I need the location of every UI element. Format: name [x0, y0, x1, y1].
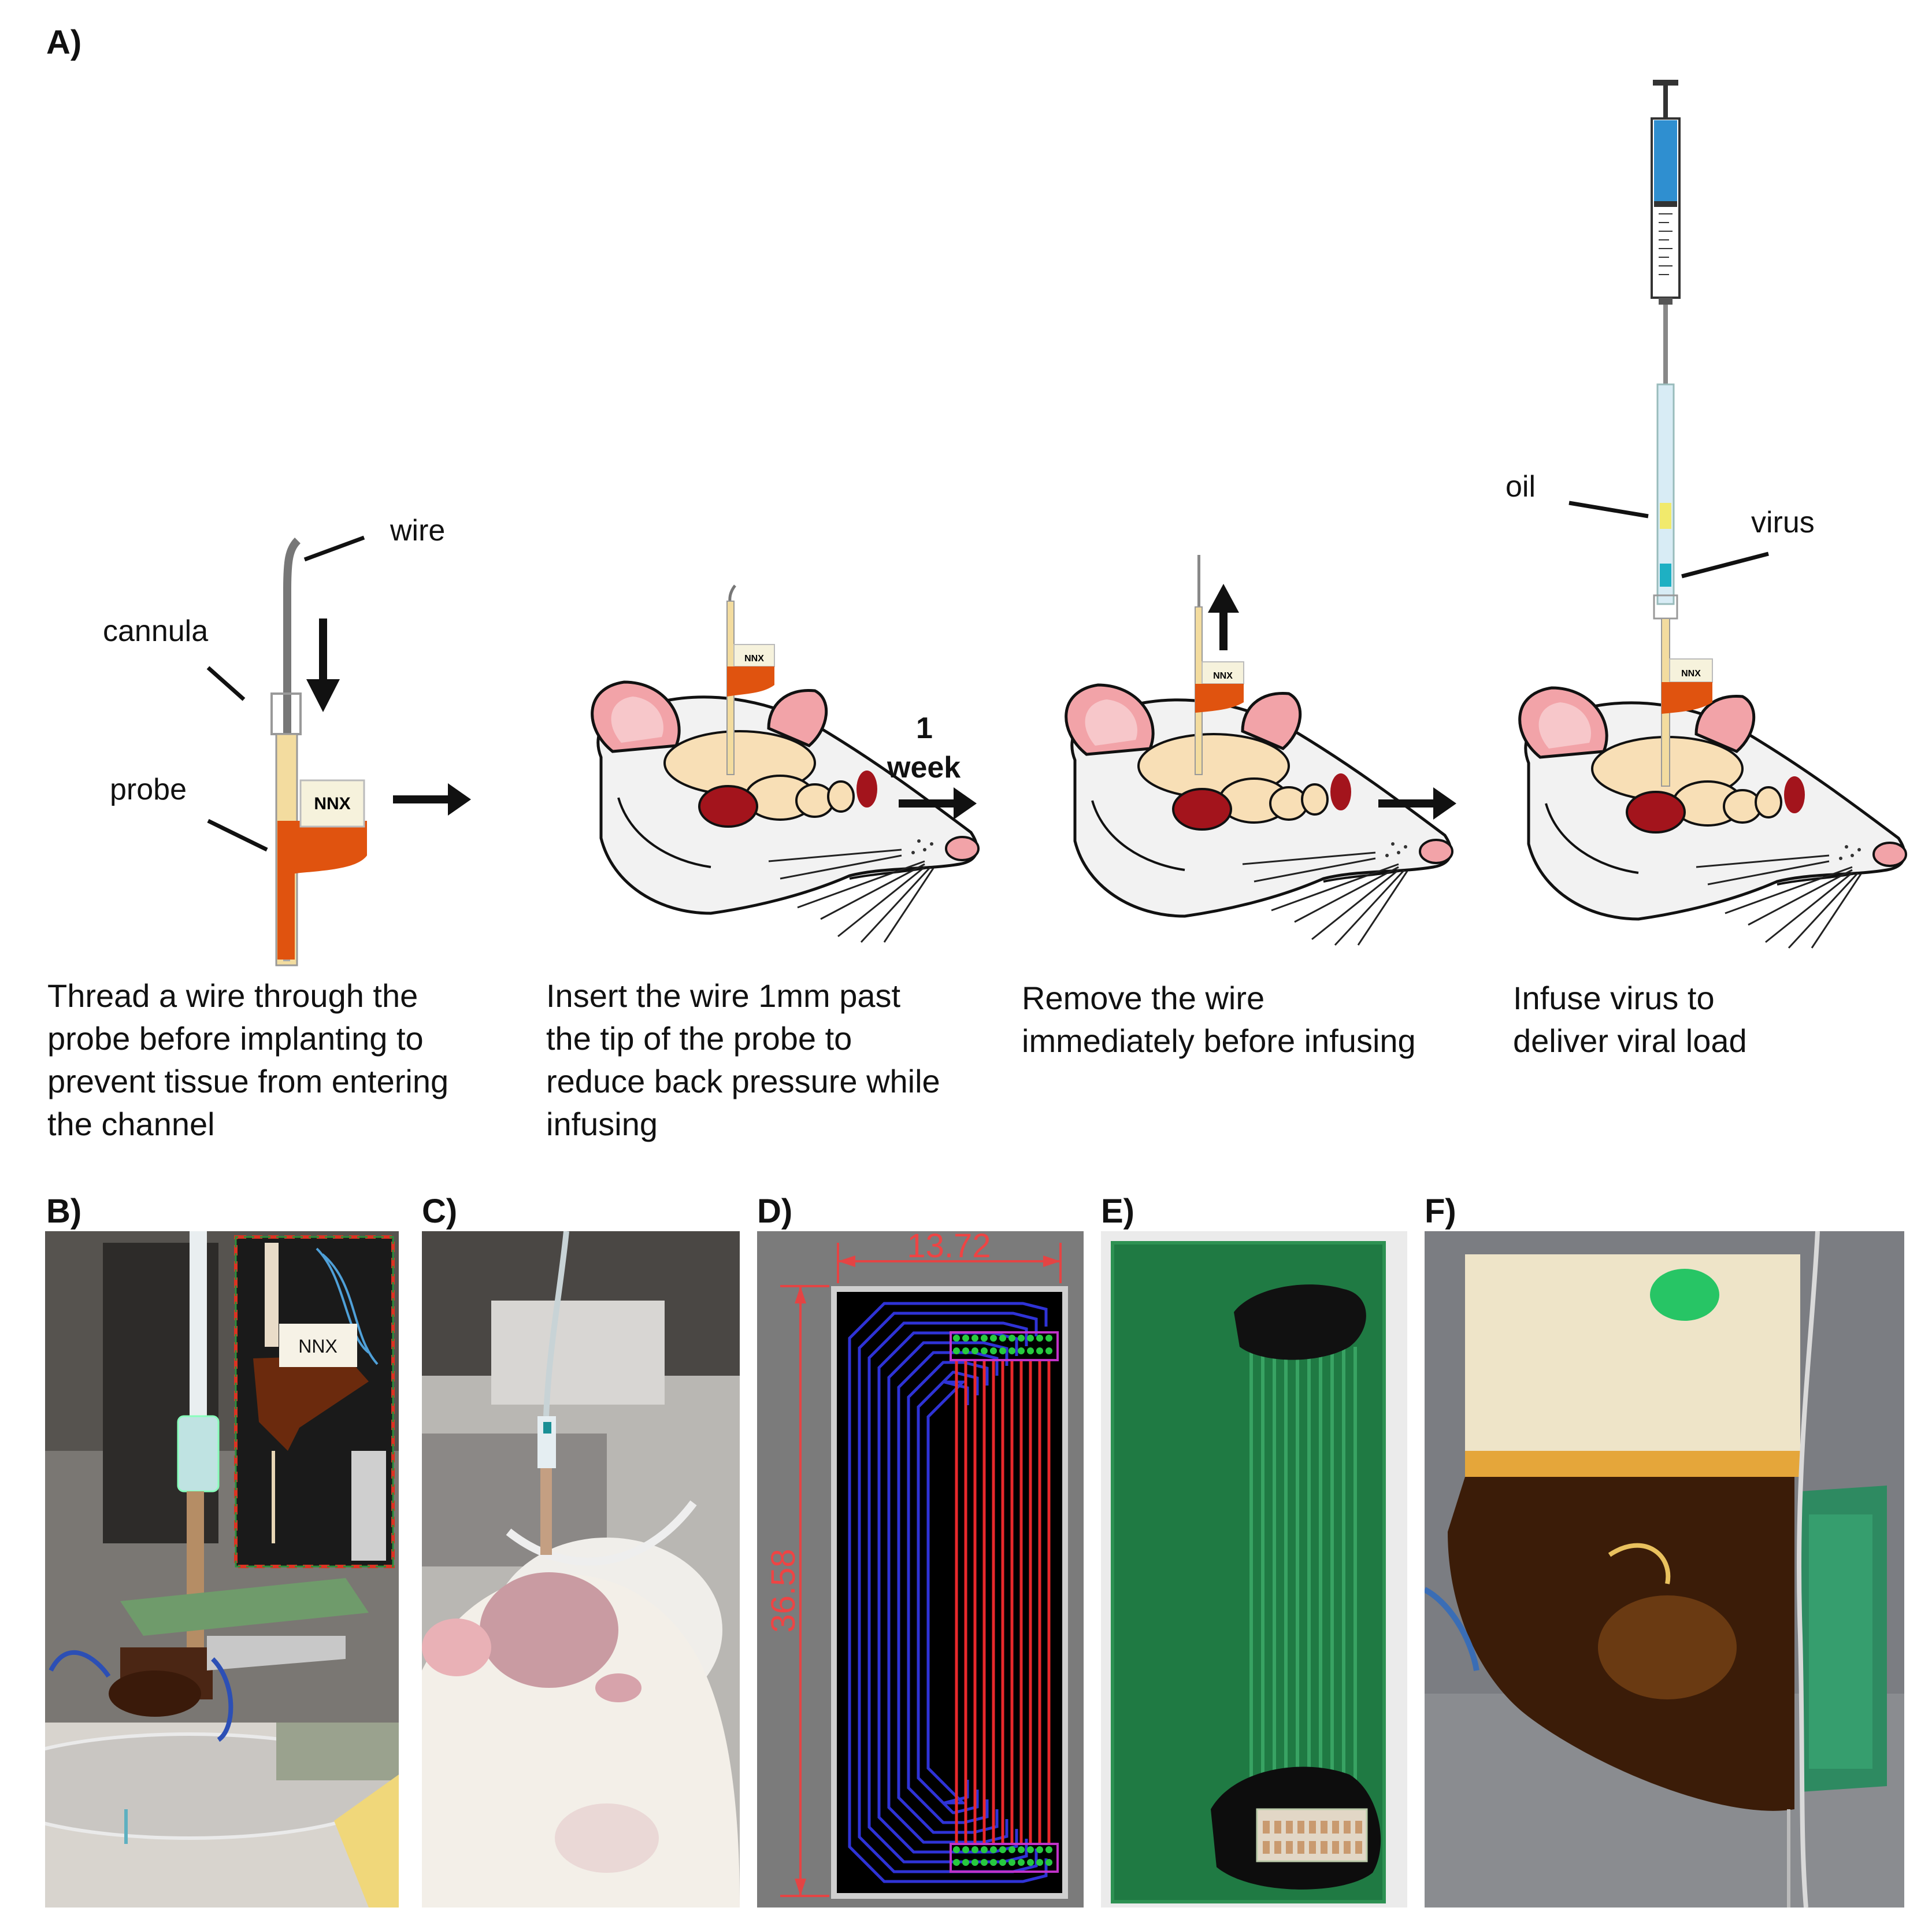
step-3-caption: Remove the wire immediately before infus…	[1022, 980, 1416, 1059]
panel-a-illustration: NNX NNX	[206, 80, 1932, 966]
virus-label: virus	[1751, 506, 1815, 539]
probe-small-2: NNX	[1195, 555, 1244, 775]
rat-head-3	[1520, 688, 1906, 948]
panel-c-photo	[422, 1231, 740, 1908]
panel-f-photo	[1425, 1231, 1904, 1908]
dimension-width: 13.72	[907, 1231, 991, 1265]
wire-pointer	[303, 535, 365, 562]
svg-text:NNX: NNX	[1213, 671, 1233, 681]
probe-small-1: NNX	[726, 584, 775, 775]
oil-pointer	[1568, 501, 1649, 518]
panel-e-label: E)	[1101, 1192, 1134, 1230]
panel-e-pcb-photo	[1101, 1231, 1407, 1908]
panel-d-label: D)	[757, 1192, 793, 1230]
oil-label: oil	[1505, 470, 1536, 503]
panel-f-label: F)	[1425, 1192, 1456, 1230]
week-number: 1	[916, 712, 933, 745]
panel-b-label: B)	[46, 1192, 82, 1230]
cannula-pointer	[206, 666, 246, 701]
wire-label: wire	[390, 514, 446, 547]
up-arrow-icon	[1208, 584, 1239, 650]
right-arrow-icon-2	[1378, 787, 1456, 820]
rat-head-2	[1066, 685, 1452, 945]
virus-pointer	[1681, 551, 1769, 579]
probe-label: probe	[110, 773, 187, 806]
probe-pointer	[207, 818, 268, 852]
probe-nnx-tag: NNX	[314, 794, 350, 813]
step-4-caption: Infuse virus to deliver viral load	[1513, 980, 1747, 1059]
panel-d-pcb-layout: 13.72 36.58	[757, 1231, 1084, 1908]
right-arrow-icon	[393, 783, 471, 816]
dimension-height: 36.58	[765, 1549, 802, 1632]
svg-text:NNX: NNX	[744, 654, 764, 664]
probe-assembly	[270, 538, 367, 966]
svg-text:NNX: NNX	[1681, 669, 1701, 679]
week-arrow-icon	[899, 787, 977, 820]
panel-b-photo: NNX	[45, 1231, 399, 1908]
week-word: week	[887, 751, 961, 784]
step-1-caption: Thread a wire through the probe before i…	[47, 977, 449, 1142]
step-2-caption: Insert the wire 1mm past the tip of the …	[546, 977, 940, 1142]
panel-a-label: A)	[46, 24, 82, 61]
inset-nnx-tag: NNX	[298, 1336, 338, 1357]
cannula-label: cannula	[103, 614, 209, 648]
down-arrow-icon	[306, 618, 340, 712]
syringe: NNX	[1651, 80, 1713, 787]
panel-c-label: C)	[422, 1192, 458, 1230]
